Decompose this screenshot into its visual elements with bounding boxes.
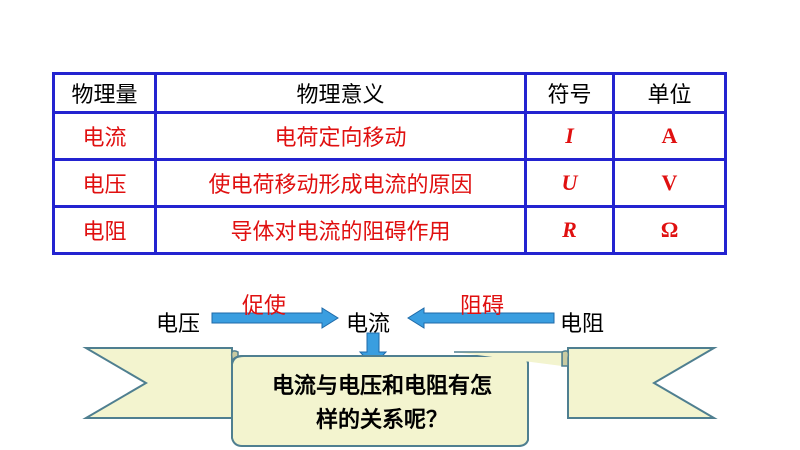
row-unit: A bbox=[612, 111, 727, 161]
question-text: 电流与电压和电阻有怎 样的关系呢？ bbox=[236, 370, 528, 438]
flow-resistance-label: 电阻 bbox=[560, 312, 605, 337]
table-row: 电压 使电荷移动形成电流的原因 U V bbox=[52, 158, 727, 208]
row-meaning: 使电荷移动形成电流的原因 bbox=[154, 158, 527, 208]
arrow-left-icon bbox=[407, 307, 555, 329]
header-quantity: 物理量 bbox=[52, 72, 157, 114]
flow-current-label: 电流 bbox=[346, 312, 391, 337]
table-header-row: 物理量 物理意义 符号 单位 bbox=[52, 72, 727, 114]
header-unit: 单位 bbox=[612, 72, 727, 114]
arrow-right-icon bbox=[211, 307, 339, 329]
table-row: 电阻 导体对电流的阻碍作用 R Ω bbox=[52, 205, 727, 255]
physics-table: 物理量 物理意义 符号 单位 电流 电荷定向移动 I A 电压 使电荷移动形成电… bbox=[52, 72, 727, 255]
question-line-1: 电流与电压和电阻有怎 bbox=[271, 374, 492, 399]
question-banner bbox=[82, 347, 718, 447]
flow-cause-drive-label: 促使 bbox=[242, 294, 287, 319]
flow-voltage-label: 电压 bbox=[156, 312, 201, 337]
flow-cause-hinder-label: 阻碍 bbox=[460, 294, 505, 319]
row-meaning: 电荷定向移动 bbox=[154, 111, 527, 161]
row-quantity-name: 电压 bbox=[52, 158, 157, 208]
row-quantity-name: 电流 bbox=[52, 111, 157, 161]
question-line-2: 样的关系呢？ bbox=[315, 408, 448, 433]
row-unit: V bbox=[612, 158, 727, 208]
row-meaning: 导体对电流的阻碍作用 bbox=[154, 205, 527, 255]
row-quantity-name: 电阻 bbox=[52, 205, 157, 255]
row-unit: Ω bbox=[612, 205, 727, 255]
row-symbol: I bbox=[524, 111, 615, 161]
row-symbol: R bbox=[524, 205, 615, 255]
header-symbol: 符号 bbox=[524, 72, 615, 114]
table-row: 电流 电荷定向移动 I A bbox=[52, 111, 727, 161]
header-meaning: 物理意义 bbox=[154, 72, 527, 114]
row-symbol: U bbox=[524, 158, 615, 208]
